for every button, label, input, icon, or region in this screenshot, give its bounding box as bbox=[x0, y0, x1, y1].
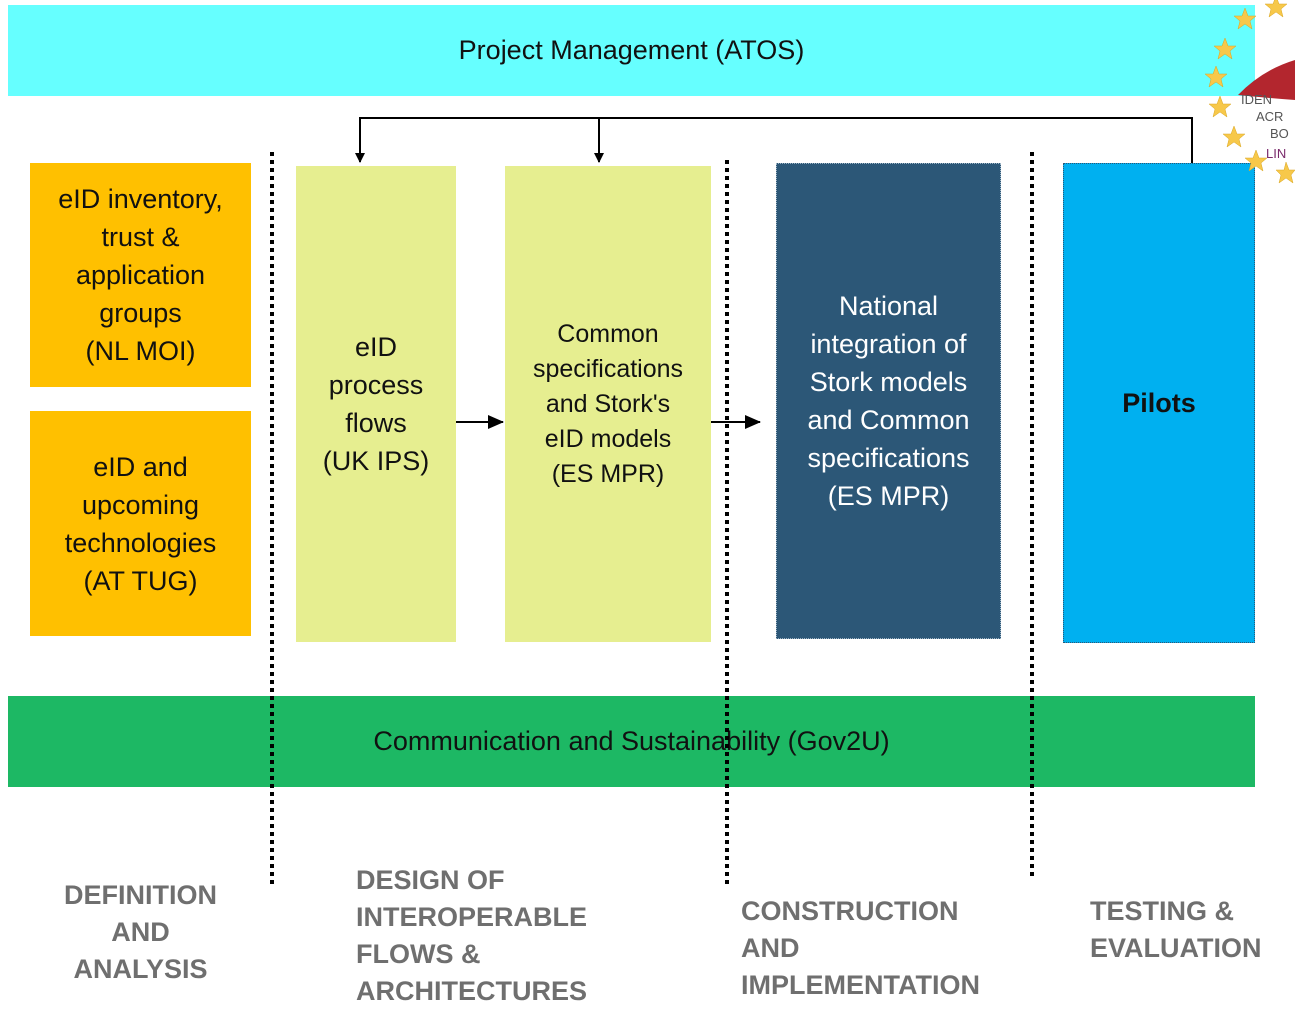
common-specifications-box: Common specifications and Stork's eID mo… bbox=[505, 166, 711, 642]
pilots-box: Pilots bbox=[1063, 163, 1255, 643]
project-management-bar: Project Management (ATOS) bbox=[8, 5, 1255, 96]
phase-design-label: DESIGN OF INTEROPERABLE FLOWS & ARCHITEC… bbox=[356, 865, 588, 1006]
svg-text:IDEN: IDEN bbox=[1241, 92, 1272, 107]
phase-construction-label: CONSTRUCTION AND IMPLEMENTATION bbox=[741, 896, 980, 1000]
svg-text:LIN: LIN bbox=[1266, 146, 1286, 161]
eid-process-flows-box: eID process flows (UK IPS) bbox=[296, 166, 456, 642]
eid-inventory-box: eID inventory, trust & application group… bbox=[30, 163, 251, 387]
svg-text:BO: BO bbox=[1270, 126, 1289, 141]
svg-text:ACR: ACR bbox=[1256, 109, 1283, 124]
phase-testing-label: TESTING & EVALUATION bbox=[1090, 896, 1262, 963]
national-integration-box: National integration of Stork models and… bbox=[776, 163, 1001, 639]
eid-technologies-box: eID and upcoming technologies (AT TUG) bbox=[30, 411, 251, 636]
phase-definition-label: DEFINITION AND ANALYSIS bbox=[64, 880, 217, 984]
eu-stars-logo-icon: IDEN ACR BO LIN bbox=[1204, 0, 1295, 184]
feedback-loop-line bbox=[355, 117, 1193, 163]
communication-bar: Communication and Sustainability (Gov2U) bbox=[8, 696, 1255, 787]
